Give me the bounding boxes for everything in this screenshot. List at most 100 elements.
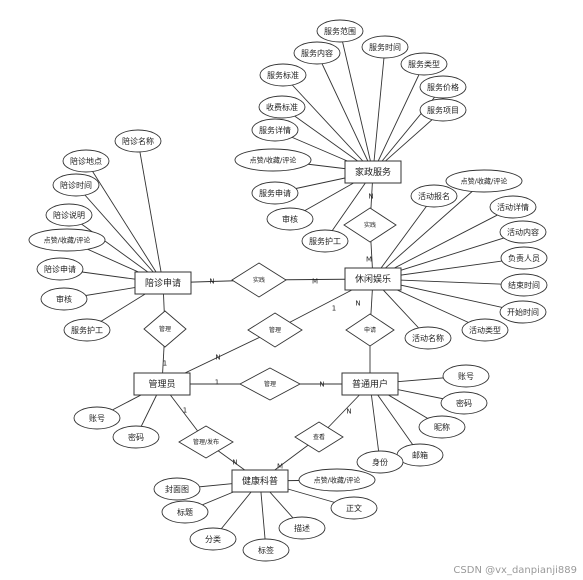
attribute-label: 昵称 xyxy=(434,422,450,432)
cardinality-label: M xyxy=(312,278,318,286)
cardinality-label: N xyxy=(215,354,220,362)
relationship-label: 管理 xyxy=(264,380,276,388)
cardinality-label: N xyxy=(319,381,324,389)
attribute-label: 服务护工 xyxy=(309,236,341,246)
attribute-label: 审核 xyxy=(282,214,298,224)
attribute-ellipse xyxy=(298,468,376,492)
attribute-link xyxy=(372,63,425,173)
attribute-ellipse xyxy=(63,318,111,342)
attribute-link xyxy=(85,160,164,284)
attribute-label: 服务标准 xyxy=(267,70,299,80)
attribute-label: 陪诊时间 xyxy=(60,180,92,190)
attribute-label: 密码 xyxy=(128,432,144,442)
attribute-label: 收费标准 xyxy=(266,102,298,112)
watermark: CSDN @vx_danpianji889 xyxy=(453,565,577,576)
cardinality-label: N xyxy=(355,300,360,308)
attribute-label: 密码 xyxy=(456,398,472,408)
relationship-label: 查看 xyxy=(313,433,325,441)
attribute-ellipse xyxy=(40,287,88,311)
attribute-ellipse xyxy=(301,229,349,253)
cardinality-label: M xyxy=(277,463,283,471)
attribute-ellipse xyxy=(161,500,209,524)
attribute-ellipse xyxy=(242,538,290,562)
attribute-ellipse xyxy=(461,318,509,342)
attribute-label: 活动报名 xyxy=(418,191,450,201)
attribute-ellipse xyxy=(266,207,314,231)
attribute-link xyxy=(137,140,164,284)
attribute-ellipse xyxy=(258,95,306,119)
attribute-ellipse xyxy=(73,406,121,430)
attribute-label: 服务价格 xyxy=(427,82,459,92)
attribute-link xyxy=(339,30,374,173)
cardinality-label: 1 xyxy=(332,305,336,313)
attribute-label: 邮箱 xyxy=(412,450,428,460)
attribute-ellipse xyxy=(440,391,488,415)
entity-admin xyxy=(133,372,191,396)
attribute-label: 账号 xyxy=(89,414,105,423)
attribute-ellipse xyxy=(36,257,84,281)
attribute-ellipse xyxy=(293,41,341,65)
attribute-label: 活动内容 xyxy=(507,227,539,237)
relationship-diamond xyxy=(343,207,397,243)
relationship-diamond xyxy=(294,421,344,453)
attribute-label: 服务时间 xyxy=(369,42,401,52)
attribute-label: 服务护工 xyxy=(71,325,103,335)
attribute-link xyxy=(372,195,435,280)
attribute-label: 服务项目 xyxy=(427,105,459,115)
relationship-label: 管理 xyxy=(159,325,171,333)
attribute-label: 封面图 xyxy=(165,484,189,494)
attribute-link xyxy=(282,74,374,173)
attribute-label: 服务内容 xyxy=(301,48,333,58)
attribute-ellipse xyxy=(316,19,364,43)
relationship-label: 实践 xyxy=(364,221,376,229)
attribute-link xyxy=(369,383,381,463)
attribute-label: 点赞/收藏/评论 xyxy=(250,156,297,165)
relationship-diamond xyxy=(178,425,234,459)
attribute-link xyxy=(372,180,485,280)
cardinality-label: N xyxy=(232,459,237,467)
attribute-label: 点赞/收藏/评论 xyxy=(461,177,508,186)
relationship-diamond xyxy=(143,310,187,348)
cardinality-label: 1 xyxy=(215,379,219,387)
attribute-label: 标题 xyxy=(177,507,193,517)
attribute-link xyxy=(372,46,386,173)
entity-label: 家政服务 xyxy=(355,166,391,178)
attribute-ellipse xyxy=(153,477,201,501)
attribute-ellipse xyxy=(112,425,160,449)
entity-label: 休闲娱乐 xyxy=(355,273,391,285)
attribute-label: 标签 xyxy=(258,545,274,555)
attribute-ellipse xyxy=(114,129,162,153)
relationship-label: 管理 xyxy=(269,326,281,334)
attribute-ellipse xyxy=(418,415,466,439)
entity-label: 管理员 xyxy=(148,378,175,390)
attribute-label: 点赞/收藏/评论 xyxy=(44,236,91,245)
relationship-label: 实践 xyxy=(253,276,265,284)
attribute-label: 账号 xyxy=(458,372,474,381)
attribute-label: 开始时间 xyxy=(507,307,539,317)
relationship-label: 申请 xyxy=(364,326,376,334)
relationship-diamond xyxy=(239,367,301,401)
attribute-label: 分类 xyxy=(205,534,221,544)
entity-user xyxy=(341,372,399,396)
cardinality-label: M xyxy=(366,256,372,264)
attribute-ellipse xyxy=(442,364,490,388)
relationship-diamond xyxy=(231,262,287,298)
attribute-label: 正文 xyxy=(346,503,362,513)
attribute-ellipse xyxy=(45,203,93,227)
relationship-diamond xyxy=(247,312,303,348)
cardinality-label: N xyxy=(346,408,351,416)
attribute-label: 活动详情 xyxy=(497,202,529,212)
attribute-label: 身份 xyxy=(372,457,388,467)
attribute-link xyxy=(75,184,164,284)
attribute-ellipse xyxy=(259,63,307,87)
attribute-ellipse xyxy=(499,220,547,244)
attribute-label: 服务类型 xyxy=(408,59,440,69)
attribute-label: 陪诊名称 xyxy=(122,136,154,146)
cardinality-label: 1 xyxy=(163,360,167,368)
relationship-diamond xyxy=(345,313,395,347)
entity-label: 健康科普 xyxy=(242,475,278,487)
attribute-ellipse xyxy=(419,98,467,122)
attribute-ellipse xyxy=(410,184,458,208)
attribute-ellipse xyxy=(356,450,404,474)
